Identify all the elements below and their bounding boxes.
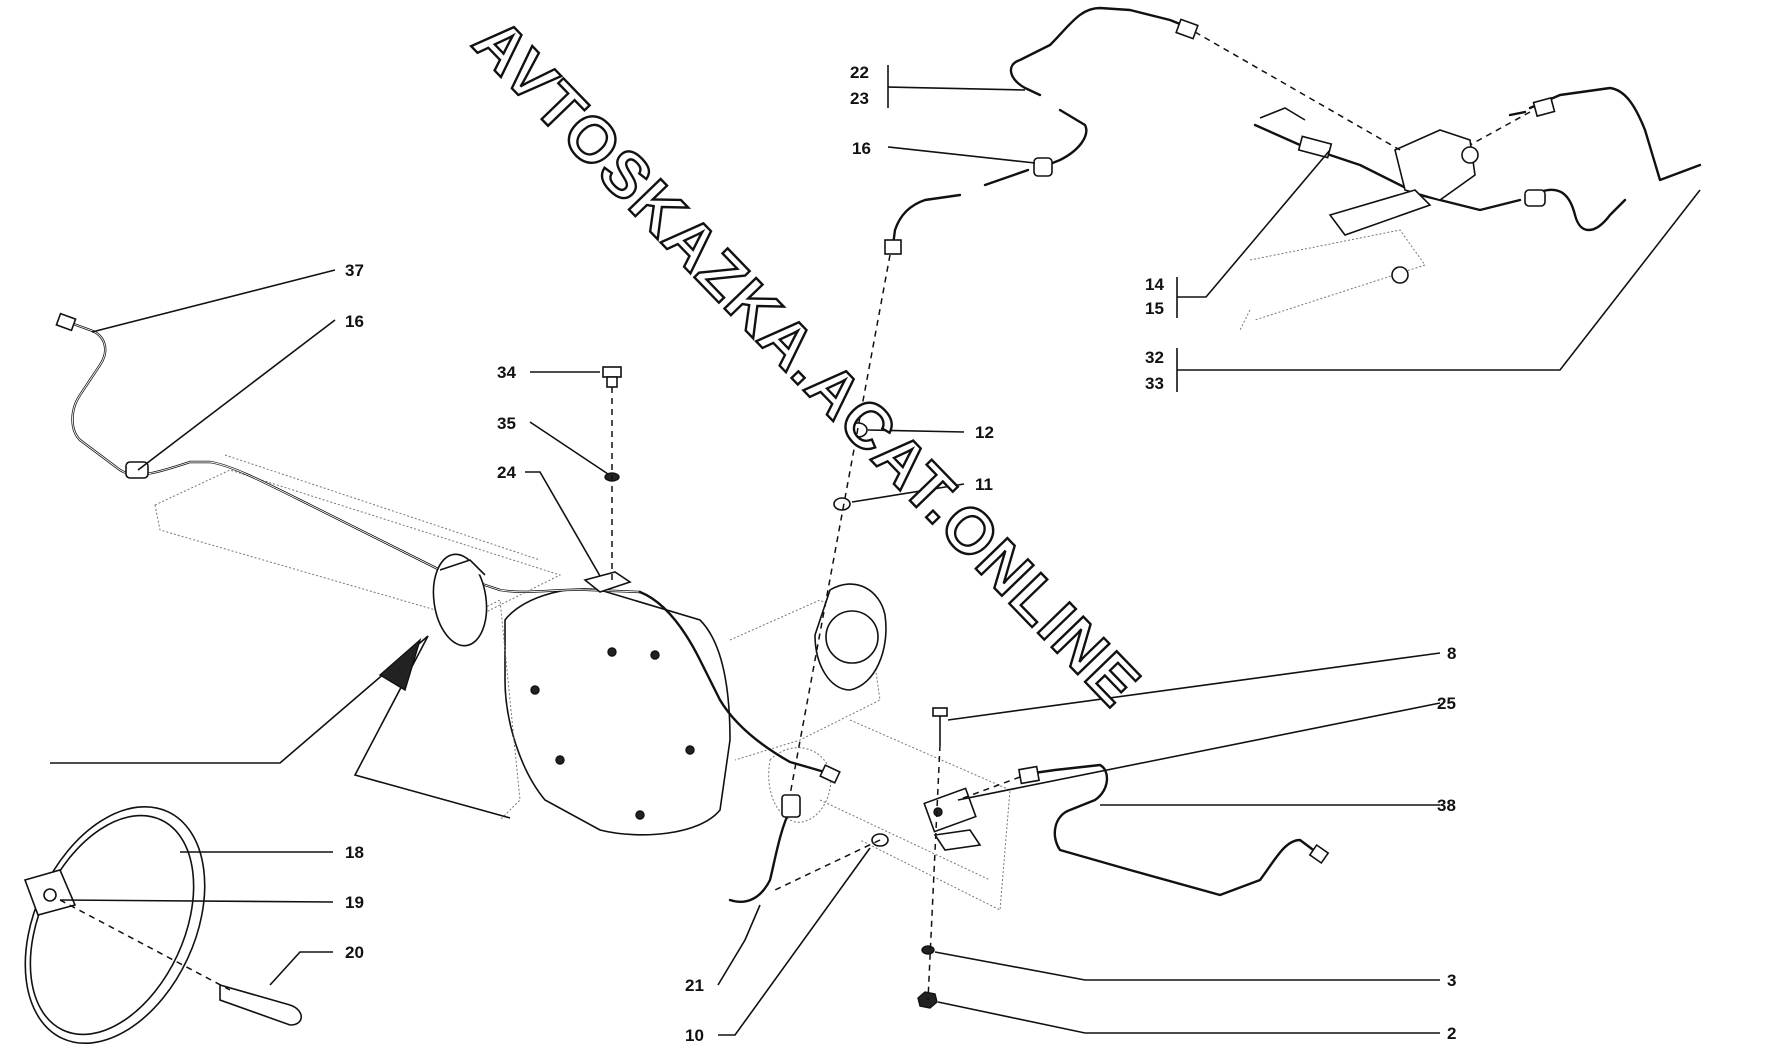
brake-pipe-32-33 — [1508, 86, 1702, 182]
callout-8: 8 — [1447, 644, 1456, 663]
washer-11 — [833, 497, 851, 511]
tee-connector-25 — [923, 787, 982, 851]
clamp-18 — [24, 805, 206, 1045]
differential-carrier — [479, 583, 887, 836]
callout-33: 33 — [1145, 374, 1164, 393]
upper-brake-pipe-22-23 — [884, 6, 1199, 255]
callout-22: 22 — [850, 63, 869, 82]
callout-10: 10 — [685, 1026, 704, 1045]
leader-lines — [50, 65, 1701, 1036]
flexible-hose-21 — [728, 794, 801, 903]
bolt-34 — [602, 366, 622, 388]
callout-14: 14 — [1145, 275, 1164, 294]
callout-24: 24 — [497, 463, 516, 482]
pressure-regulator-valve — [1259, 107, 1479, 284]
callout-12: 12 — [975, 423, 994, 442]
brake-pipe-14-15 — [1253, 123, 1627, 232]
clip-24 — [583, 571, 632, 593]
callout-19: 19 — [345, 893, 364, 912]
callout-2: 2 — [1447, 1024, 1456, 1043]
rear-axle-housing — [154, 229, 1426, 911]
callout-37: 37 — [345, 261, 364, 280]
brake-pipe-38 — [1017, 763, 1330, 897]
callout-25: 25 — [1437, 694, 1456, 713]
callout-23: 23 — [850, 89, 869, 108]
callout-16-upper: 16 — [852, 139, 871, 158]
nut-2 — [917, 991, 938, 1009]
clamp-bolt-19 — [23, 869, 77, 916]
assembly-lines — [59, 31, 1531, 1001]
pipe-clamp-assembly — [432, 553, 488, 647]
callout-18: 18 — [345, 843, 364, 862]
callout-38: 38 — [1437, 796, 1456, 815]
callout-20: 20 — [345, 943, 364, 962]
callout-11: 11 — [975, 475, 993, 494]
callout-16-left: 16 — [345, 312, 364, 331]
callout-15: 15 — [1145, 299, 1164, 318]
callout-32: 32 — [1145, 348, 1164, 367]
bolt-8 — [932, 707, 948, 745]
washer-3 — [921, 945, 935, 955]
split-pin-20 — [219, 983, 303, 1026]
callout-labels: 37 16 34 35 24 22 23 16 12 11 14 15 32 3… — [345, 63, 1456, 1045]
brake-pipe-37 — [55, 312, 841, 784]
callout-21: 21 — [685, 976, 704, 995]
callout-34: 34 — [497, 363, 516, 382]
callout-35: 35 — [497, 414, 516, 433]
callout-3: 3 — [1447, 971, 1456, 990]
